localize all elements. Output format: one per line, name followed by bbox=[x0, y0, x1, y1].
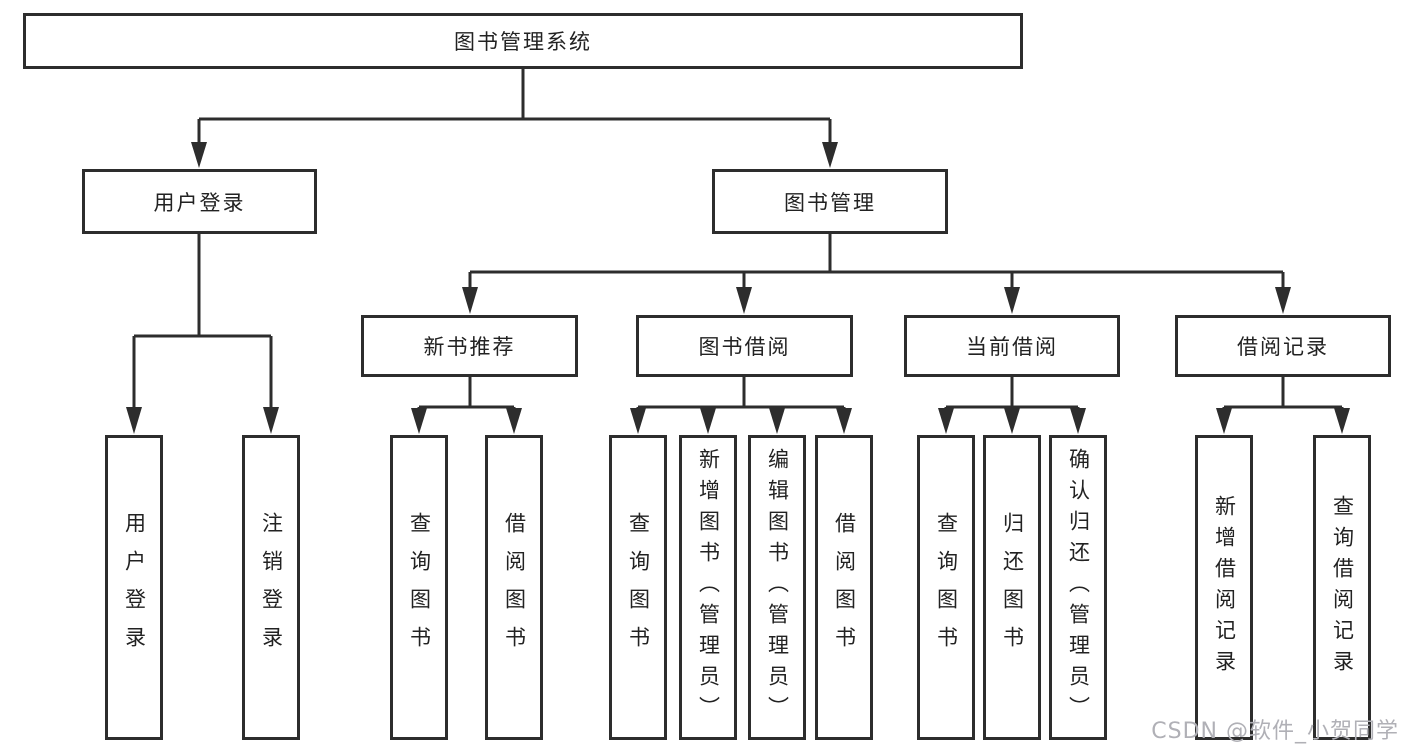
branch-box-user-login: 用户登录 bbox=[82, 169, 317, 234]
csdn-watermark: CSDN @软件_小贺同学 bbox=[1151, 719, 1399, 744]
leaf-borrowing-edit-books-admin-label: 编辑图书（管理员） bbox=[765, 448, 790, 727]
leaf-box-recommend-borrow-books: 借阅图书 bbox=[485, 435, 543, 740]
root-box-library-system: 图书管理系统 bbox=[23, 13, 1023, 69]
leaf-current-confirm-return-admin-label: 确认归还（管理员） bbox=[1066, 448, 1091, 727]
leaf-box-current-return-books: 归还图书 bbox=[983, 435, 1041, 740]
leaf-current-query-books-label: 查询图书 bbox=[934, 511, 959, 664]
leaf-box-borrowing-add-books-admin: 新增图书（管理员） bbox=[679, 435, 737, 740]
leaf-recommend-query-books-label: 查询图书 bbox=[407, 511, 432, 664]
leaf-recommend-borrow-books-label: 借阅图书 bbox=[502, 511, 527, 664]
leaf-box-borrowing-borrow-books: 借阅图书 bbox=[815, 435, 873, 740]
leaf-box-borrowing-query-books: 查询图书 bbox=[609, 435, 667, 740]
leaf-box-user-login: 用户登录 bbox=[105, 435, 163, 740]
group-box-book-borrowing: 图书借阅 bbox=[636, 315, 853, 377]
branch-user-login-label: 用户登录 bbox=[153, 190, 246, 215]
leaf-box-current-confirm-return-admin: 确认归还（管理员） bbox=[1049, 435, 1107, 740]
group-borrow-records-label: 借阅记录 bbox=[1237, 335, 1329, 359]
leaf-records-query-record-label: 查询借阅记录 bbox=[1330, 494, 1355, 681]
leaf-records-add-record-label: 新增借阅记录 bbox=[1212, 494, 1237, 681]
leaf-box-borrowing-edit-books-admin: 编辑图书（管理员） bbox=[748, 435, 806, 740]
group-box-current-borrowing: 当前借阅 bbox=[904, 315, 1120, 377]
group-current-borrowing-label: 当前借阅 bbox=[966, 335, 1058, 359]
group-new-book-recommend-label: 新书推荐 bbox=[423, 335, 516, 359]
leaf-borrowing-query-books-label: 查询图书 bbox=[626, 511, 651, 664]
leaf-box-current-query-books: 查询图书 bbox=[917, 435, 975, 740]
leaf-box-records-add-record: 新增借阅记录 bbox=[1195, 435, 1253, 740]
group-box-new-book-recommend: 新书推荐 bbox=[361, 315, 578, 377]
leaf-box-recommend-query-books: 查询图书 bbox=[390, 435, 448, 740]
root-label: 图书管理系统 bbox=[454, 30, 592, 54]
leaf-logout-label: 注销登录 bbox=[259, 511, 284, 664]
leaf-current-return-books-label: 归还图书 bbox=[1000, 511, 1025, 664]
arrowhead-icons bbox=[126, 142, 1350, 434]
leaf-borrowing-borrow-books-label: 借阅图书 bbox=[832, 511, 857, 664]
leaf-user-login-label: 用户登录 bbox=[122, 511, 147, 664]
group-book-borrowing-label: 图书借阅 bbox=[698, 335, 791, 359]
leaf-box-logout: 注销登录 bbox=[242, 435, 300, 740]
branch-box-book-management: 图书管理 bbox=[712, 169, 948, 234]
leaf-borrowing-add-books-admin-label: 新增图书（管理员） bbox=[696, 448, 721, 727]
branch-book-management-label: 图书管理 bbox=[784, 190, 876, 215]
leaf-box-records-query-record: 查询借阅记录 bbox=[1313, 435, 1371, 740]
group-box-borrow-records: 借阅记录 bbox=[1175, 315, 1391, 377]
